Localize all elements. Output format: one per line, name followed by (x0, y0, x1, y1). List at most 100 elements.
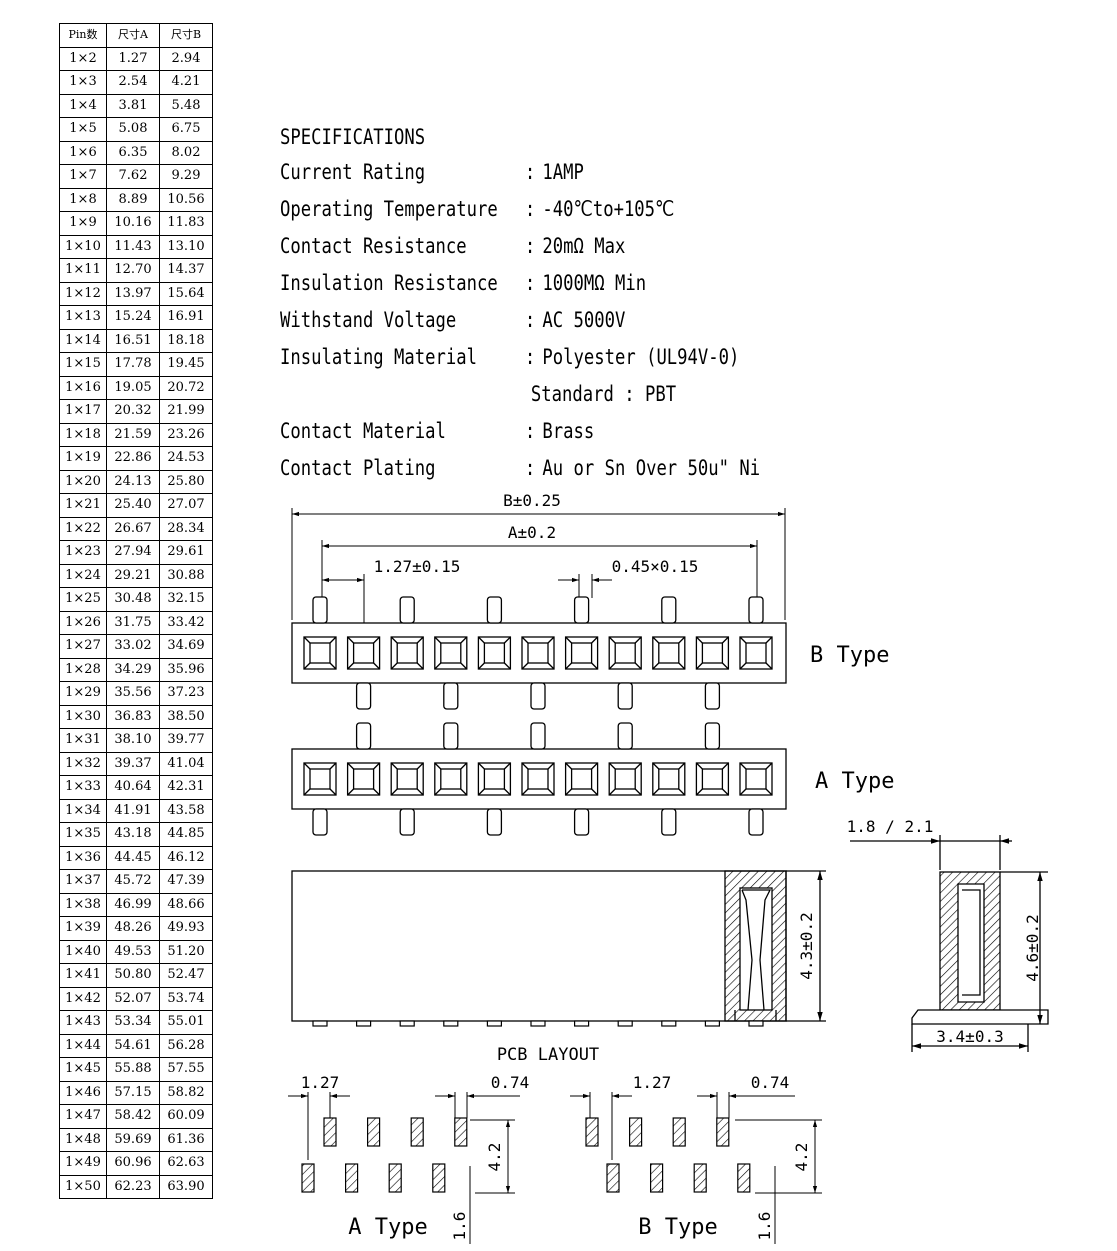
dim-b-cell: 37.23 (159, 681, 213, 706)
dim-a-cell: 21.59 (106, 422, 160, 447)
contact-cell-edge (373, 788, 381, 796)
pin-top (748, 596, 764, 624)
pcb-pad (388, 1163, 402, 1193)
pin-count-cell: 1×48 (59, 1127, 107, 1152)
contact-cell-inner (309, 768, 331, 790)
contact-cell-edge (739, 788, 747, 796)
pin-count-cell: 1×44 (59, 1033, 107, 1058)
dim-b-cell: 23.26 (159, 422, 213, 447)
pin-count-cell: 1×24 (59, 563, 107, 588)
pin-count-cell: 1×10 (59, 234, 107, 259)
contact-cell-edge (652, 662, 660, 670)
pin-top (573, 596, 590, 624)
spec-label: Contact Plating (280, 456, 436, 480)
pin-bottom (486, 808, 503, 836)
contact-cell-edge (721, 636, 729, 644)
dim-b-cell: 13.10 (159, 234, 213, 259)
dim-a-cell: 57.15 (106, 1080, 160, 1105)
side-foot (399, 1020, 415, 1027)
dim-b-cell: 46.12 (159, 845, 213, 870)
pin-bottom (748, 808, 764, 836)
contact-cell-inner (701, 642, 724, 664)
contact-cell-edge (547, 788, 555, 796)
contact-cell-inner (570, 768, 593, 790)
side-foot (530, 1020, 546, 1027)
spec-label: Operating Temperature (280, 197, 498, 221)
dim-b-cell: 30.88 (159, 563, 213, 588)
pin-top (617, 722, 633, 750)
dimension-pitch-label: 1.27±0.15 (374, 557, 461, 576)
contact-cell-edge (678, 662, 686, 670)
contact-cell-edge (721, 762, 729, 770)
pin-count-cell: 1×26 (59, 610, 107, 635)
pin-top (312, 596, 328, 624)
contact-cell-edge (347, 788, 355, 796)
dim-a-cell: 52.07 (106, 986, 160, 1011)
dim-b-cell: 10.56 (159, 187, 213, 212)
contact-cell-inner (658, 768, 680, 790)
pcb-pad (716, 1117, 730, 1147)
pin-count-cell: 1×43 (59, 1010, 107, 1035)
contact-cell-edge (634, 788, 642, 796)
dim-a-cell: 7.62 (106, 164, 160, 189)
pin-bottom (617, 682, 633, 710)
spec-colon: : (524, 160, 536, 184)
contact-cell-edge (765, 788, 773, 796)
contact-cell-edge (329, 636, 337, 644)
spec-value: 1AMP (542, 160, 584, 184)
side-foot (356, 1020, 372, 1027)
pin-bottom (443, 682, 459, 710)
contact-cell-edge (695, 662, 703, 670)
spec-row: Insulating Material:Polyester (UL94V-0) (280, 339, 760, 376)
contact-cell-edge (721, 662, 729, 670)
spec-value: AC 5000V (542, 308, 626, 332)
contact-cell-edge (739, 636, 747, 644)
pin-count-cell: 1×39 (59, 916, 107, 941)
pin-count-cell: 1×25 (59, 587, 107, 612)
side-foot (573, 1020, 590, 1027)
pcb-pad (606, 1163, 620, 1193)
pcb-pad (345, 1163, 359, 1193)
dim-b-cell: 52.47 (159, 963, 213, 988)
pin-count-cell: 1×13 (59, 305, 107, 330)
pcb-b-offset-label: 1.6 (755, 1212, 774, 1241)
contact-cell-edge (303, 636, 311, 644)
contact-cell-edge (695, 762, 703, 770)
pcb-a-dimensions (288, 1092, 520, 1244)
dim-a-cell: 49.53 (106, 939, 160, 964)
dim-b-cell: 62.63 (159, 1151, 213, 1176)
contact-cell-edge (608, 762, 616, 770)
dim-b-cell: 2.94 (159, 46, 213, 71)
dim-b-cell: 58.82 (159, 1080, 213, 1105)
dim-a-cell: 40.64 (106, 775, 160, 800)
spec-label: Withstand Voltage (280, 308, 457, 332)
contact-cell-edge (503, 636, 511, 644)
contact-cell-edge (652, 788, 660, 796)
contact-cell-edge (503, 762, 511, 770)
dim-b-cell: 21.99 (159, 399, 213, 424)
b-type-label: B Type (810, 643, 889, 668)
header-dim-a: 尺寸A (106, 23, 160, 48)
dim-b-cell: 39.77 (159, 728, 213, 753)
contact-cell-edge (608, 636, 616, 644)
pcb-a-row-label: 4.2 (485, 1143, 504, 1172)
side-foot (748, 1020, 764, 1027)
dim-a-cell: 44.45 (106, 845, 160, 870)
contact-cell-inner (440, 768, 462, 790)
contact-cell-edge (765, 662, 773, 670)
contact-cell-edge (565, 636, 573, 644)
contact-cell-inner (440, 642, 462, 664)
